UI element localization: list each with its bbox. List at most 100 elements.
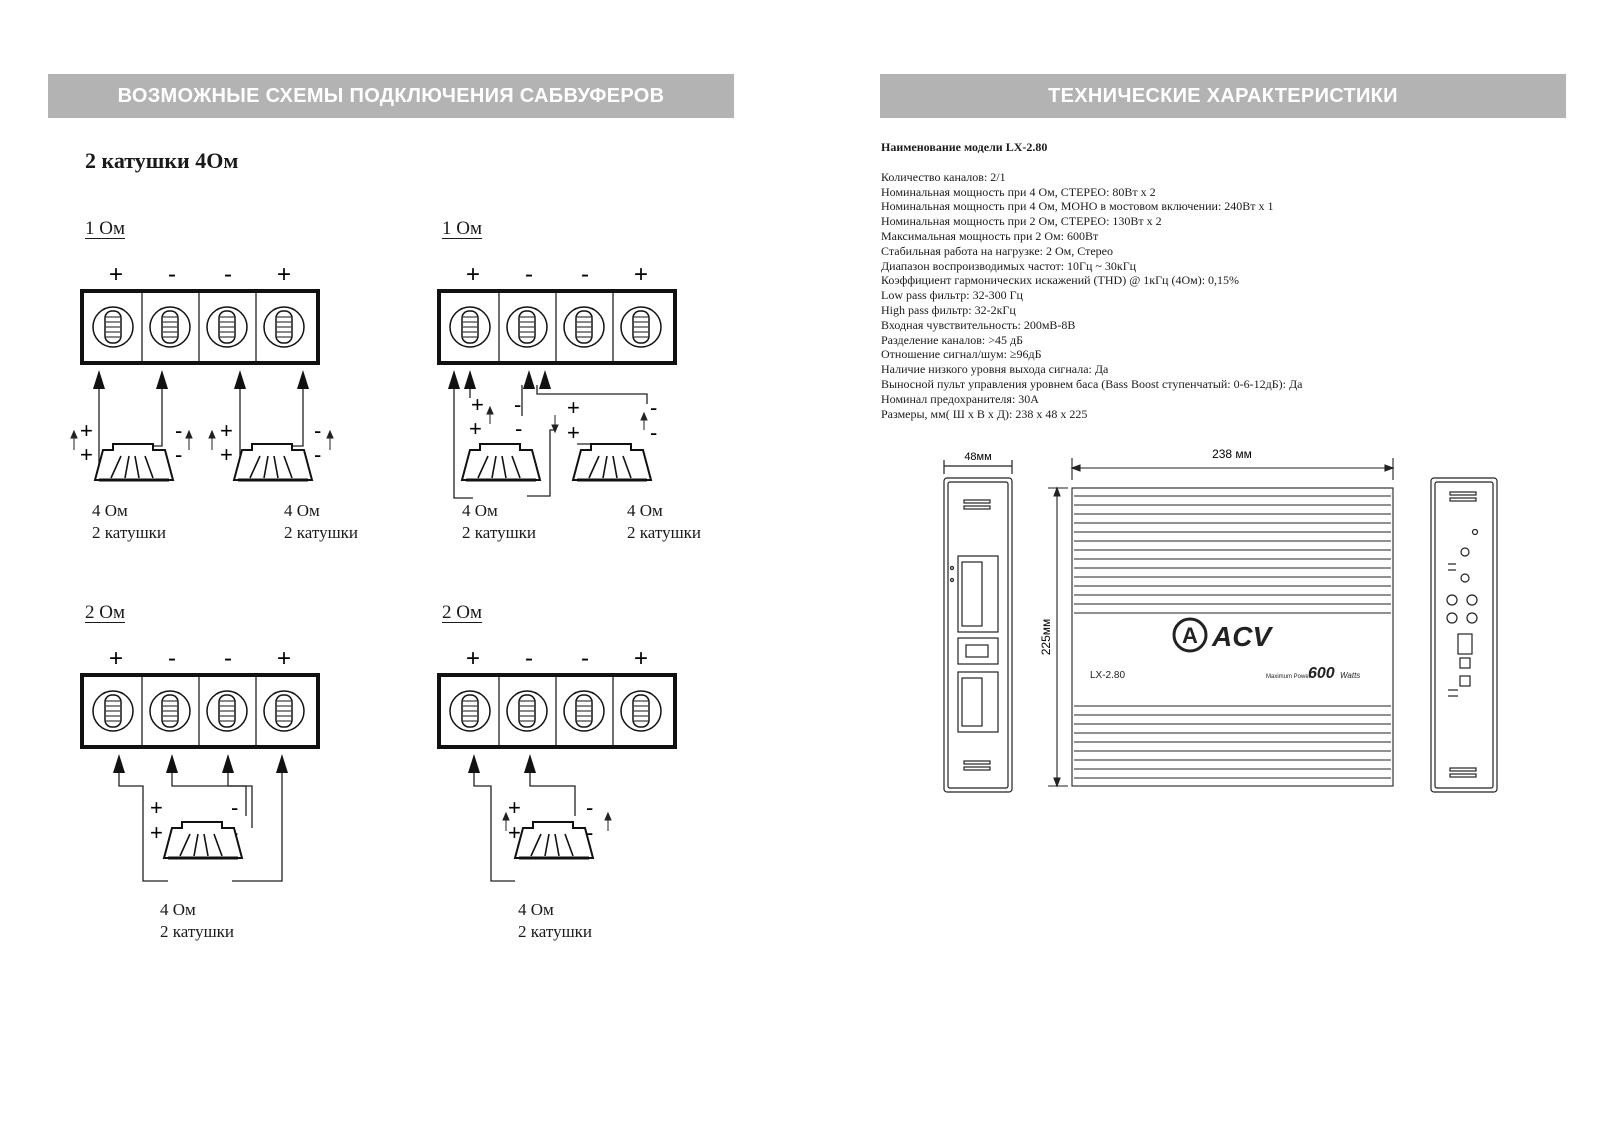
subwoofer-caption: 4 Ом 2 катушки: [627, 500, 701, 544]
lead-arrow-heads: [93, 370, 309, 389]
spec-row: Выносной пульт управления уровнем баса (…: [881, 376, 1303, 391]
terminal-sign-row: + - - +: [109, 261, 291, 288]
svg-text:+: +: [567, 420, 580, 445]
terminal-sign: -: [525, 645, 533, 672]
svg-text:+: +: [471, 392, 484, 417]
spec-row: Коэффициент гармонических искажений (THD…: [881, 273, 1240, 288]
svg-text:+: +: [567, 395, 580, 420]
svg-text:-: -: [586, 795, 593, 820]
right-section-banner: ТЕХНИЧЕСКИЕ ХАРАКТЕРИСТИКИ: [880, 74, 1566, 118]
svg-text:+: +: [150, 820, 163, 845]
spec-row: Стабильная работа на нагрузке: 2 Ом, Сте…: [881, 243, 1114, 258]
spec-row: Входная чувствительность: 200мВ-8В: [881, 317, 1076, 332]
wiring-diagram-4: + - - + ++ --: [437, 645, 677, 882]
spec-row: Размеры, мм( Ш х В х Д): 238 х 48 х 225: [881, 406, 1088, 421]
svg-text:-: -: [586, 820, 593, 845]
svg-text:-: -: [175, 442, 182, 467]
spec-row: Номинальная мощность при 2 Ом, СТЕРЕО: 1…: [881, 214, 1162, 229]
sub-impedance: 4 Ом: [284, 501, 320, 520]
sub-impedance: 4 Ом: [627, 501, 663, 520]
terminal-sign: +: [634, 261, 648, 288]
subwoofer-caption: 4 Ом 2 катушки: [160, 899, 234, 943]
terminal-sign: -: [224, 645, 232, 672]
diagram-4-label: 2 Ом: [442, 602, 482, 623]
sub-impedance: 4 Ом: [92, 501, 128, 520]
subwoofer-caption: 4 Ом 2 катушки: [518, 899, 592, 943]
svg-text:+: +: [80, 442, 93, 467]
coil-config-subtitle: 2 катушки 4Ом: [85, 148, 239, 173]
svg-text:-: -: [514, 392, 521, 417]
spec-row: Разделение каналов: >45 дБ: [881, 332, 1024, 347]
svg-text:-: -: [650, 420, 657, 445]
power-prefix: Maximum Power: [1266, 674, 1311, 680]
svg-text:-: -: [175, 418, 182, 443]
diagram-2-label: 1 Ом: [442, 218, 482, 239]
subwoofer-icon: [93, 443, 175, 482]
subwoofer-caption: 4 Ом 2 катушки: [462, 500, 536, 544]
spec-row: Наличие низкого уровня выхода сигнала: Д…: [881, 362, 1109, 377]
subwoofer-icon: [513, 821, 595, 860]
subwoofer-icon: [460, 443, 542, 482]
wiring-diagram-1: + - - + ++ -- ++ --: [70, 261, 334, 482]
terminal-sign: +: [277, 645, 291, 672]
acv-logo: A ACV: [1172, 617, 1273, 653]
diagram-3-label: 2 Ом: [85, 602, 125, 623]
wiring-diagram-2: + - - + ++ -- ++ --: [437, 261, 677, 499]
sub-coils: 2 катушки: [160, 922, 235, 941]
svg-text:+: +: [469, 416, 482, 441]
power-unit: Watts: [1340, 671, 1360, 680]
coil-polarity-signs: ++ -- ++ --: [80, 418, 321, 467]
terminal-sign: -: [581, 645, 589, 672]
wiring-diagram-3: + - - + ++ --: [80, 645, 320, 882]
power-value: 600: [1308, 665, 1335, 682]
amp-model-text: LX-2.80: [1090, 670, 1125, 681]
model-name: Наименование модели LX-2.80: [881, 140, 1048, 154]
terminal-block: [80, 289, 320, 365]
svg-text:+: +: [80, 418, 93, 443]
length-dimension-label: 238 мм: [1212, 447, 1252, 461]
sub-coils: 2 катушки: [518, 922, 593, 941]
brand-name: ACV: [1211, 621, 1273, 652]
terminal-sign: +: [466, 261, 480, 288]
sub-coils: 2 катушки: [92, 523, 167, 542]
svg-text:-: -: [314, 418, 321, 443]
svg-text:+: +: [220, 418, 233, 443]
subwoofer-icon: [571, 443, 653, 482]
terminal-sign: -: [525, 261, 533, 288]
terminal-sign: -: [168, 261, 176, 288]
left-section-banner: ВОЗМОЖНЫЕ СХЕМЫ ПОДКЛЮЧЕНИЯ САБВУФЕРОВ: [48, 74, 734, 118]
terminal-block: [437, 673, 677, 749]
sub-coils: 2 катушки: [627, 523, 702, 542]
sub-coils: 2 катушки: [284, 523, 359, 542]
terminal-block: [80, 673, 320, 749]
spec-row: Номинальная мощность при 4 Ом, СТЕРЕО: 8…: [881, 184, 1156, 199]
subwoofer-icon: [162, 821, 244, 860]
terminal-sign: +: [109, 261, 123, 288]
amp-side-view-terminals: [943, 460, 1013, 793]
spec-row: Количество каналов: 2/1: [881, 169, 1006, 184]
terminal-sign: +: [634, 645, 648, 672]
sub-impedance: 4 Ом: [462, 501, 498, 520]
terminal-sign: -: [168, 645, 176, 672]
svg-text:-: -: [231, 795, 238, 820]
terminal-sign: +: [277, 261, 291, 288]
spec-row: Номинал предохранителя: 30А: [881, 391, 1039, 406]
spec-row: Номинальная мощность при 4 Ом, МОНО в мо…: [881, 199, 1274, 214]
spec-row: Максимальная мощность при 2 Ом: 600Вт: [881, 228, 1099, 243]
subwoofer-icon: [232, 443, 314, 482]
terminal-sign: +: [466, 645, 480, 672]
width-dimension-label: 48мм: [964, 451, 991, 463]
subwoofer-caption: 4 Ом 2 катушки: [284, 500, 358, 544]
terminal-sign: -: [581, 261, 589, 288]
svg-text:+: +: [508, 820, 521, 845]
svg-text:-: -: [650, 395, 657, 420]
svg-text:A: A: [1182, 623, 1198, 648]
svg-text:+: +: [508, 795, 521, 820]
diagram-1-label: 1 Ом: [85, 218, 125, 239]
subwoofer-caption: 4 Ом 2 катушки: [92, 500, 166, 544]
svg-text:-: -: [314, 442, 321, 467]
amp-side-view-inputs: [1430, 477, 1498, 793]
spec-row: Отношение сигнал/шум: ≥96дБ: [881, 347, 1042, 362]
terminal-sign: +: [109, 645, 123, 672]
sub-impedance: 4 Ом: [160, 900, 196, 919]
